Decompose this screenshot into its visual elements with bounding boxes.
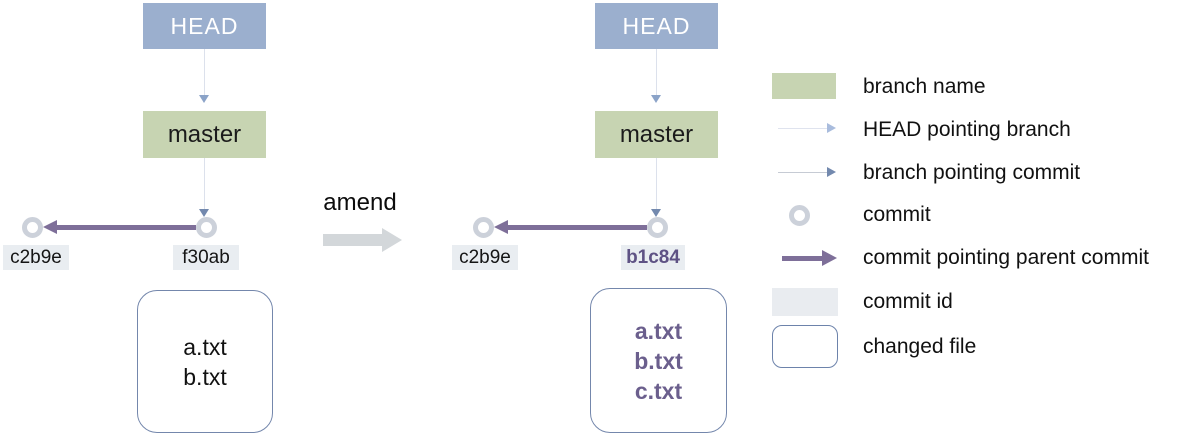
legend-label-head-pointing: HEAD pointing branch (863, 118, 1071, 141)
legend-label-branch-pointing: branch pointing commit (863, 161, 1081, 184)
commit-id-parent-before: c2b9e (3, 245, 69, 270)
legend-label-parent-commit: commit pointing parent commit (863, 246, 1149, 269)
branch-to-commit-line-before (204, 158, 205, 209)
changed-file-entry: b.txt (634, 347, 683, 374)
legend-label-branch-name: branch name (863, 75, 986, 98)
branch-to-commit-line-after (656, 158, 657, 209)
head-pointing-arrow-icon (827, 123, 836, 133)
branch-to-commit-arrow-icon (651, 209, 661, 217)
commit-circle-parent-after (473, 217, 494, 238)
legend-label-changed-file: changed file (863, 335, 977, 358)
parent-arrow-head-icon (43, 220, 57, 234)
commit-id-parent-after: c2b9e (452, 245, 518, 270)
branch-pointing-arrow-line (778, 172, 828, 173)
transition-label: amend (323, 189, 397, 216)
commit-circle-parent-before (22, 217, 43, 238)
head-box-before: HEAD (143, 3, 266, 49)
head-pointing-arrow-line (778, 128, 828, 129)
changed-file-box-before: a.txt b.txt (137, 290, 273, 433)
changed-file-entry: a.txt (634, 317, 683, 344)
parent-arrow-line-after (506, 225, 647, 230)
commit-circle-head-after (647, 217, 668, 238)
legend-label-commit: commit (863, 203, 931, 226)
changed-file-entry: c.txt (634, 377, 683, 404)
head-to-branch-line-before (204, 49, 205, 95)
changed-file-entry: a.txt (183, 333, 227, 360)
parent-arrow-head-icon (494, 220, 508, 234)
amend-arrow-body (323, 234, 383, 246)
commit-id-head-after: b1c84 (621, 245, 685, 270)
changed-file-entry: b.txt (183, 363, 227, 390)
commit-circle-swatch (789, 205, 810, 226)
head-box-after: HEAD (595, 3, 718, 49)
parent-commit-arrow-line (782, 256, 824, 261)
head-to-branch-line-after (656, 49, 657, 95)
head-to-branch-arrow-icon (199, 95, 209, 103)
commit-id-swatch (772, 288, 838, 316)
head-to-branch-arrow-icon (651, 95, 661, 103)
parent-arrow-line-before (55, 225, 196, 230)
branch-box-after: master (595, 111, 718, 158)
branch-pointing-arrow-icon (827, 167, 836, 177)
amend-arrow-icon (382, 228, 402, 252)
commit-id-head-before: f30ab (173, 245, 239, 270)
branch-name-swatch (772, 73, 836, 99)
changed-file-box-after: a.txt b.txt c.txt (590, 288, 727, 433)
commit-circle-head-before (196, 217, 217, 238)
parent-commit-arrow-icon (822, 250, 837, 266)
changed-file-swatch (772, 325, 838, 368)
branch-to-commit-arrow-icon (199, 209, 209, 217)
legend-label-commit-id: commit id (863, 290, 953, 313)
branch-box-before: master (143, 111, 266, 158)
